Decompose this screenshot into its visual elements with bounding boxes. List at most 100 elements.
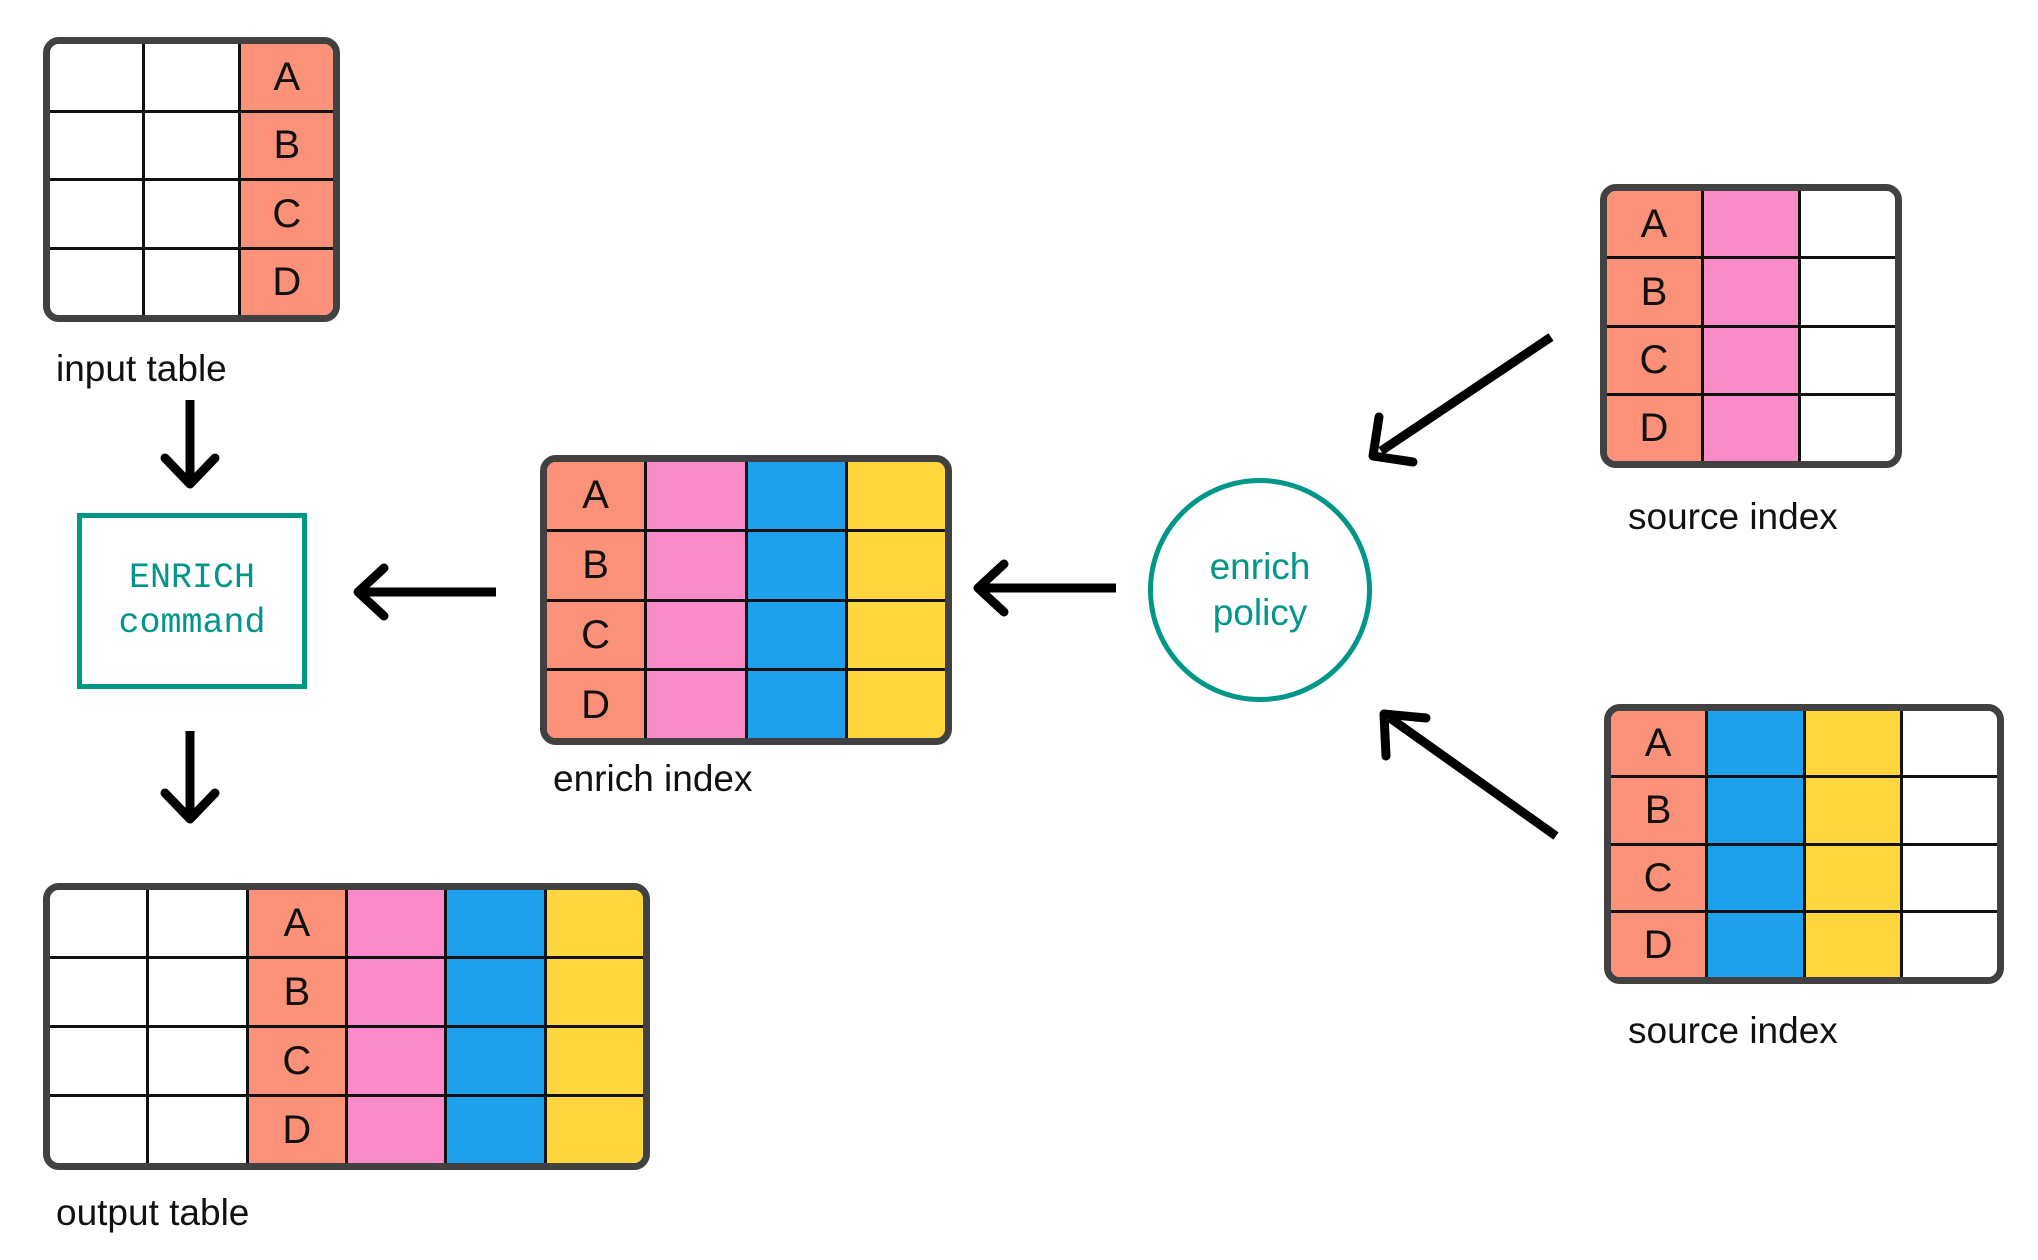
table-cell [50,1097,150,1163]
arrow-input-table-to-enrich-command [160,400,220,489]
table-cell [1902,912,1997,977]
table-cell [50,249,146,315]
table-cell: B [248,959,348,1025]
table-cell [1704,395,1801,461]
table-row: A [547,462,945,532]
table-cell [1801,395,1895,461]
table-cell: A [240,44,333,110]
table-cell [647,531,748,599]
arrow-source-index-bottom-to-enrich-policy [1379,709,1559,840]
table-cell [847,531,945,599]
enrich-policy-circle[interactable]: enrich policy [1148,478,1372,702]
table-cell [149,890,249,956]
table-cell [149,1097,249,1163]
table-cell [50,890,150,956]
table-cell: A [547,462,648,529]
table-cell [1704,327,1801,393]
enrich-command-line-1: ENRICH [128,557,256,598]
arrow-enrich-policy-to-enrich-index [973,559,1116,617]
table-cell [747,671,848,738]
table-cell: C [248,1028,348,1094]
table-cell [1805,778,1903,843]
table-cell [1708,845,1806,910]
table-cell [145,249,241,315]
table-row: D [1607,395,1895,461]
table-cell [747,462,848,529]
table-cell: C [1611,845,1709,910]
table-cell [50,1028,150,1094]
table-cell [347,890,448,956]
table-cell [50,959,150,1025]
table-row: A [1611,711,1997,779]
table-cell [50,44,146,110]
table-cell: D [1607,395,1704,461]
table-cell [747,601,848,669]
table-cell [647,601,748,669]
table-cell [546,959,643,1025]
table-row: B [1611,778,1997,846]
table-cell: C [240,181,333,247]
table-cell [447,1097,547,1163]
table-cell [347,959,448,1025]
table-row: C [50,1028,643,1097]
table-row: B [50,959,643,1028]
table-row: B [1607,259,1895,328]
table-cell [50,181,146,247]
table-cell: B [547,531,648,599]
table-cell [546,890,643,956]
table-cell [447,1028,547,1094]
table-cell: C [1607,327,1704,393]
arrow-enrich-index-to-enrich-command [353,563,496,621]
table-cell [1805,845,1903,910]
table-cell [647,671,748,738]
table-cell [1902,845,1997,910]
table-cell [447,890,547,956]
table-cell: B [1611,778,1709,843]
table-cell [1708,912,1806,977]
enrich-command-line-2: command [118,603,266,643]
table-cell [1704,191,1801,257]
table-cell [747,531,848,599]
table-row: C [1607,327,1895,396]
table-cell [847,601,945,669]
table-cell [847,462,945,529]
table-cell [1902,778,1997,843]
table-cell: D [248,1097,348,1163]
table-cell [447,959,547,1025]
table-row: D [1611,912,1997,977]
enrich-command-box[interactable]: ENRICH command [77,513,307,689]
table-cell: D [547,671,648,738]
table-row: C [50,181,333,250]
table-cell [1805,912,1903,977]
table-cell [1708,778,1806,843]
source-index-top-caption: source index [1628,496,1838,537]
table-row: A [50,44,333,113]
table-cell: B [240,112,333,178]
table-cell [546,1028,643,1094]
table-row: B [50,112,333,181]
table-row: B [547,531,945,602]
table-cell [1704,259,1801,325]
table-cell [149,959,249,1025]
table-cell: A [248,890,348,956]
table-cell: A [1611,711,1709,776]
table-row: C [547,601,945,672]
table-cell: C [547,601,648,669]
table-row: D [50,1097,643,1163]
source-index-bottom-caption: source index [1628,1010,1838,1051]
arrow-source-index-top-to-enrich-policy [1368,333,1554,467]
table-row: D [50,249,333,315]
table-cell [347,1028,448,1094]
table-row: C [1611,845,1997,913]
table-cell [1902,711,1997,776]
table-cell: B [1607,259,1704,325]
enrich-policy-line-1: enrich [1209,545,1311,587]
table-cell [145,181,241,247]
table-cell [1708,711,1806,776]
enrich-index-caption: enrich index [553,758,753,799]
table-cell [149,1028,249,1094]
